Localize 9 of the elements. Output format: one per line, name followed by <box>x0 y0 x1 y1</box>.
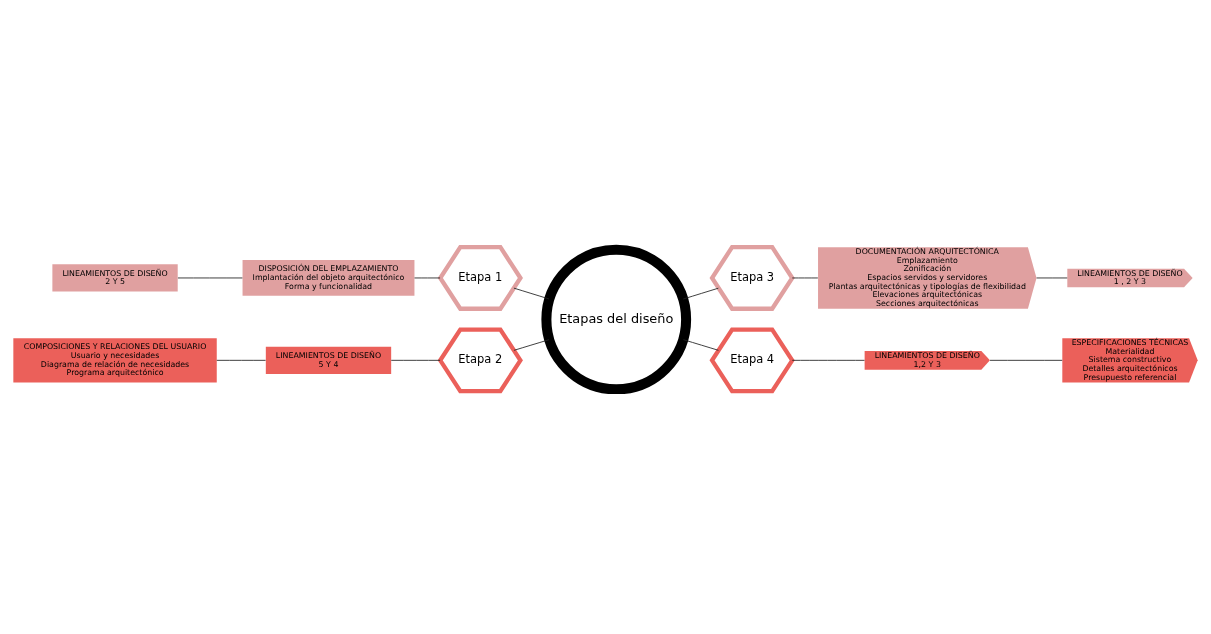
connector <box>513 287 550 300</box>
connector <box>682 287 719 300</box>
connector <box>989 359 1063 361</box>
connector <box>791 359 865 361</box>
connector <box>513 339 550 351</box>
connector <box>216 359 266 361</box>
connector <box>390 359 441 361</box>
connector <box>683 339 719 351</box>
node-circle: Etapas del diseño <box>541 244 692 394</box>
